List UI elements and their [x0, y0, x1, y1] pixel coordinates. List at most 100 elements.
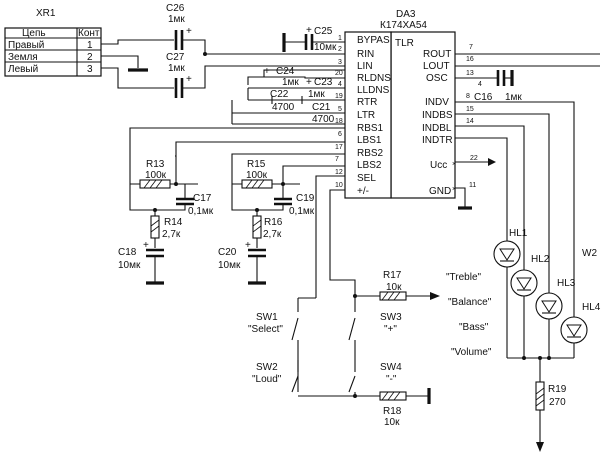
- switch-sw4[interactable]: [348, 375, 356, 393]
- pin-label: BYPAS: [357, 35, 390, 46]
- c27-ref: C27: [166, 52, 185, 63]
- r14-value: 2,7к: [162, 229, 181, 240]
- switch-sw1[interactable]: [291, 317, 299, 341]
- led-ref: HL2: [531, 254, 550, 265]
- pin-label: ROUT: [423, 49, 451, 60]
- r16-ref: R16: [264, 217, 283, 228]
- pin-number: 1: [338, 35, 342, 42]
- switch-network: R17 10к SW1 "Select" SW3 "+" SW2 "Loud" …: [248, 175, 440, 428]
- plus-sign: +: [143, 240, 149, 251]
- pin-label: RBS1: [357, 123, 384, 134]
- switch-sw3[interactable]: [348, 317, 356, 341]
- sw1-label: "Select": [248, 324, 283, 335]
- c27-value: 1мк: [168, 63, 185, 74]
- pin-label: INDTR: [422, 135, 453, 146]
- arrow-down-icon: [536, 442, 544, 452]
- chip-ref: DA3: [396, 9, 416, 20]
- pin-label: LBS2: [357, 160, 382, 171]
- sw2-label: "Loud": [252, 374, 282, 385]
- pin-label: LLDNS: [357, 85, 390, 96]
- pin-label: Ucc: [430, 160, 447, 171]
- connector-xr1: XR1 Цепь Конт Правый 1 Земля 2 Левый 3: [4, 8, 102, 77]
- chip-part: К174ХА54: [380, 20, 427, 31]
- led-ref: HL1: [509, 228, 528, 239]
- pin-number: 16: [466, 56, 474, 63]
- pin-label: RIN: [357, 49, 374, 60]
- c24-value: 1мк: [308, 89, 325, 100]
- connector-col-circuit: Цепь: [22, 28, 46, 39]
- led-ref: HL4: [582, 302, 601, 313]
- pin-number: 19: [335, 93, 343, 100]
- r15-ref: R15: [247, 159, 266, 170]
- chip-mark: TLR: [395, 38, 414, 49]
- c26-ref: C26: [166, 3, 185, 14]
- r13-value: 100к: [145, 170, 167, 181]
- pin-number: 12: [335, 169, 343, 176]
- pin-number: 18: [335, 118, 343, 125]
- plus-sign: +: [245, 240, 251, 251]
- c21-value: 4700: [312, 114, 335, 125]
- c20-ref: C20: [218, 247, 237, 258]
- connector-row-contact: 3: [87, 64, 93, 75]
- c17-ref: C17: [193, 193, 212, 204]
- sw2-ref: SW2: [256, 362, 278, 373]
- label-bass: "Bass": [459, 322, 489, 333]
- c26-value: 1мк: [168, 14, 185, 25]
- pin-label: LTR: [357, 110, 375, 121]
- sw1-ref: SW1: [256, 312, 278, 323]
- chip-left-pins: [344, 31, 392, 199]
- junction-dots: [153, 52, 551, 398]
- pin-number: 14: [466, 118, 474, 125]
- pin-number: 10: [335, 182, 343, 189]
- c21-ref: C21: [312, 102, 331, 113]
- c24-ref: C24: [276, 66, 295, 77]
- led-hl3: HL3: [535, 278, 576, 358]
- filter-capacitors: + C24 1мк + C23 C22 1мк 4700 C21 4700: [231, 66, 345, 125]
- led-ref: HL3: [557, 278, 576, 289]
- pin-label: +/-: [357, 186, 369, 197]
- pin-number: 7: [469, 44, 473, 51]
- r17-ref: R17: [383, 270, 402, 281]
- connector-row-contact: 1: [87, 40, 93, 51]
- connector-row-circuit: Правый: [8, 40, 44, 51]
- led-hl2: HL2: [510, 254, 550, 358]
- pin-number: 17: [335, 144, 343, 151]
- pin-label: LIN: [357, 61, 373, 72]
- pin-number: 20: [335, 70, 343, 77]
- led-hl4: HL4: [560, 302, 601, 358]
- c20-value: 10мк: [218, 260, 241, 271]
- input-coupling: C26 1мк + C27 1мк +: [101, 3, 345, 98]
- chip-left-pin-labels: BYPAS 1 RIN 2 LIN 3 RLDNS 20 LLDNS 4 RTR…: [335, 35, 391, 197]
- r17-value: 10к: [386, 282, 402, 293]
- r19-ref: R19: [548, 384, 567, 395]
- connector-row-circuit: Левый: [8, 64, 38, 75]
- switch-sw2[interactable]: [291, 375, 299, 393]
- rc-network-left: R15 100к C19 0,1мк R16 2,7к C20 10мк +: [218, 153, 345, 285]
- led-hl1: HL1: [493, 228, 528, 358]
- c25-ref: C25: [314, 26, 333, 37]
- pin-label: RLDNS: [357, 73, 391, 84]
- sw4-label: "-": [386, 374, 397, 385]
- connector-col-contact: Конт: [78, 28, 100, 39]
- pin-label: LOUT: [423, 61, 450, 72]
- c18-value: 10мк: [118, 260, 141, 271]
- pin-number: 4: [478, 81, 482, 88]
- c19-ref: C19: [296, 193, 315, 204]
- connector-table: [4, 27, 102, 77]
- plus-sign: +: [306, 77, 312, 88]
- chip-right-wiring: C16 1мк W2: [455, 53, 600, 320]
- label-balance: "Balance": [448, 297, 492, 308]
- pin-label: GND: [429, 186, 451, 197]
- pin-number: 2: [338, 46, 342, 53]
- c17-value: 0,1мк: [188, 206, 214, 217]
- pin-number: 15: [466, 106, 474, 113]
- svg-text:×: ×: [452, 186, 456, 193]
- pin-label: OSC: [426, 73, 448, 84]
- c25-value: 10мк: [314, 42, 337, 53]
- pin-number: 3: [338, 59, 342, 66]
- pin-label: LBS1: [357, 135, 382, 146]
- pin-number: 4: [338, 81, 342, 88]
- plus-sign: +: [186, 26, 192, 37]
- c19-value: 0,1мк: [289, 206, 315, 217]
